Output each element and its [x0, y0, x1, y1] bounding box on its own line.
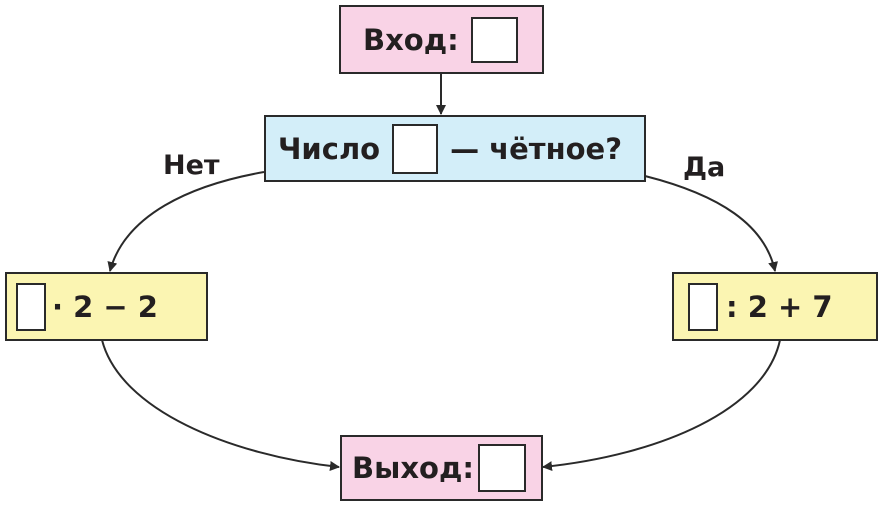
- branch-no-label: Нет: [163, 150, 220, 181]
- decision-suffix: — чётное?: [450, 131, 623, 166]
- branch-yes-label: Да: [683, 152, 726, 183]
- yes-branch-operation: : 2 + 7: [672, 272, 878, 341]
- input-slot: [470, 16, 518, 63]
- output-slot: [477, 444, 526, 492]
- output-label: Выход:: [352, 451, 474, 485]
- decision-block: Число — чётное?: [264, 115, 646, 182]
- arrow-decision-to-no-branch: [107, 171, 265, 272]
- no-branch-operation: · 2 − 2: [5, 272, 208, 341]
- arrow-decision-to-yes-branch: [644, 175, 778, 272]
- decision-prefix: Число: [278, 131, 381, 166]
- input-block: Вход:: [339, 5, 544, 74]
- yes-branch-expression: : 2 + 7: [726, 289, 833, 324]
- yes-branch-slot: [688, 282, 718, 331]
- arrow-no-branch-to-output: [101, 339, 340, 471]
- input-label: Вход:: [363, 22, 459, 57]
- decision-slot: [392, 123, 439, 174]
- no-branch-slot: [16, 282, 46, 331]
- no-branch-expression: · 2 − 2: [52, 289, 158, 324]
- arrow-yes-branch-to-output: [542, 339, 781, 472]
- output-block: Выход:: [340, 435, 543, 501]
